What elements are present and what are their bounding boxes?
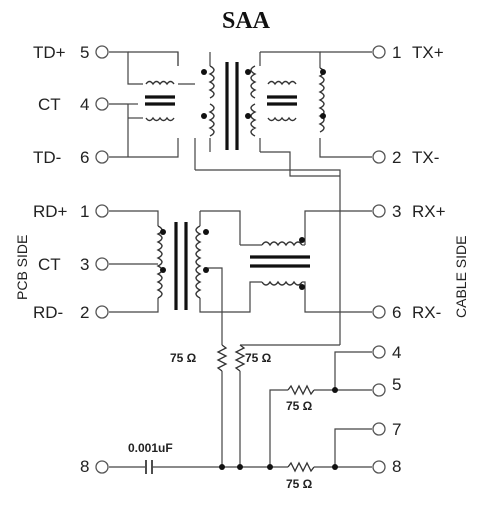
resistor-label-2: 75 Ω [245,351,272,365]
terminal-right-4 [372,345,386,359]
pin-number-1-right: 1 [392,43,401,62]
pin-label-rx-minus: RX- [412,303,441,322]
terminal-left-6 [95,150,109,164]
pin-label-td-minus: TD- [33,148,61,167]
terminal-left-5 [95,45,109,59]
terminal-left-3 [95,257,109,271]
pin-number-2-left: 2 [80,303,89,322]
cable-side-label: CABLE SIDE [453,236,469,318]
terminal-right-2 [372,150,386,164]
pin-number-2-right: 2 [392,148,401,167]
rx-choke [240,237,310,290]
pin-number-4-right: 4 [392,343,401,362]
pin-label-td-plus: TD+ [33,43,66,62]
pin-number-1-left: 1 [80,202,89,221]
terminal-left-2 [95,305,109,319]
pin-number-5-left: 5 [80,43,89,62]
terminal-right-1 [372,45,386,59]
schematic-title: SAA [222,8,271,34]
pin-number-4-left: 4 [80,95,89,114]
pin-label-rd-plus: RD+ [33,202,68,221]
rx-wiring [109,210,372,345]
terminal-right-3 [372,204,386,218]
capacitor-label: 0.001uF [128,441,173,455]
tx-wiring [109,51,372,345]
pin-label-ct-tx: CT [38,95,61,114]
terminal-left-1 [95,204,109,218]
pin-number-6-left: 6 [80,148,89,167]
terminal-left-4 [95,97,109,111]
pin-label-rx-plus: RX+ [412,202,446,221]
pcb-side-label: PCB SIDE [14,235,30,300]
tx-right-choke [267,67,326,133]
pin-label-tx-minus: TX- [412,148,439,167]
pin-number-6-right: 6 [392,303,401,322]
resistor-label-1: 75 Ω [170,351,197,365]
terminal-left-8 [95,460,109,474]
rx-main-transformer [156,222,209,310]
terminal-right-8 [372,460,386,474]
resistor-label-3: 75 Ω [286,399,313,413]
pin-label-rd-minus: RD- [33,303,63,322]
terminal-right-7 [372,422,386,436]
pin-number-8-bottom-left: 8 [80,457,89,476]
pin-label-ct-rx: CT [38,255,61,274]
tx-main-transformer [201,62,257,150]
resistor-label-4: 75 Ω [286,477,313,491]
pin-number-8-right: 8 [392,457,401,476]
terminal-right-6 [372,305,386,319]
pin-label-tx-plus: TX+ [412,43,444,62]
pin-number-3-right: 3 [392,202,401,221]
terminals [95,45,386,474]
pin-number-5-right: 5 [392,375,401,394]
pin-number-7-right: 7 [392,420,401,439]
termination-network [109,344,372,474]
pin-number-3-left: 3 [80,255,89,274]
tx-left-choke [128,80,175,122]
terminal-right-5 [372,383,386,397]
